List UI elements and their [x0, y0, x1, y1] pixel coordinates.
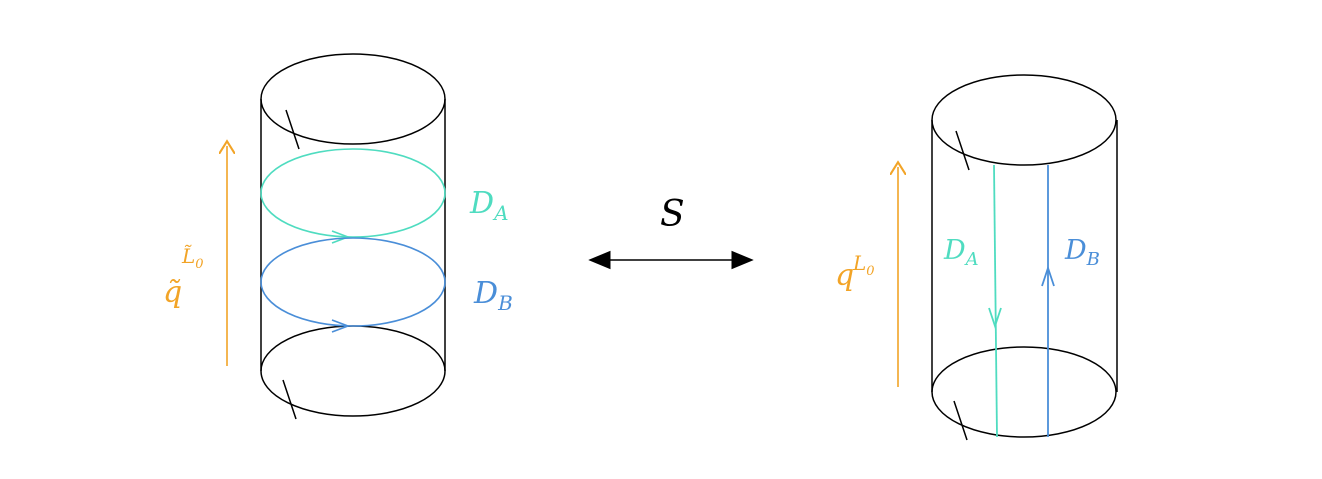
right-label-DA: DA [943, 235, 979, 270]
right-label-DB: DB [1064, 235, 1100, 270]
s-transformation-label: S [660, 194, 685, 235]
left-time-label: q̃ L̃0 [163, 244, 204, 310]
right-defect-DA-arrowhead [988, 307, 1002, 329]
left-defect-DB-arrowhead [331, 319, 351, 333]
left-defect-DA-arrowhead [331, 230, 351, 244]
left-time-base: q̃ [163, 275, 182, 310]
right-time-exponent: L0 [852, 251, 875, 279]
left-cylinder [260, 53, 446, 420]
right-cylinder [931, 74, 1118, 441]
right-defect-DB-arrowhead [1041, 265, 1055, 287]
left-cylinder-bottom-cap [260, 325, 446, 417]
left-cylinder-top-tick [285, 109, 300, 150]
left-cylinder-bottom-tick [282, 379, 297, 420]
right-cylinder-top-cap [931, 74, 1117, 166]
left-time-exponent: L̃0 [181, 244, 204, 272]
left-cylinder-top-cap [260, 53, 446, 145]
left-label-DB: DB [473, 276, 513, 315]
right-cylinder-top-tick [955, 130, 970, 171]
left-defect-DB-loop [260, 237, 446, 327]
right-time-label: q L0 [835, 251, 875, 293]
right-time-base: q [835, 258, 854, 293]
right-defect-DA-line [993, 164, 998, 438]
right-cylinder-bottom-tick [953, 400, 968, 441]
left-label-DA: DA [469, 186, 509, 225]
left-defect-DA-loop [260, 148, 446, 238]
right-cylinder-bottom-cap [931, 346, 1117, 438]
